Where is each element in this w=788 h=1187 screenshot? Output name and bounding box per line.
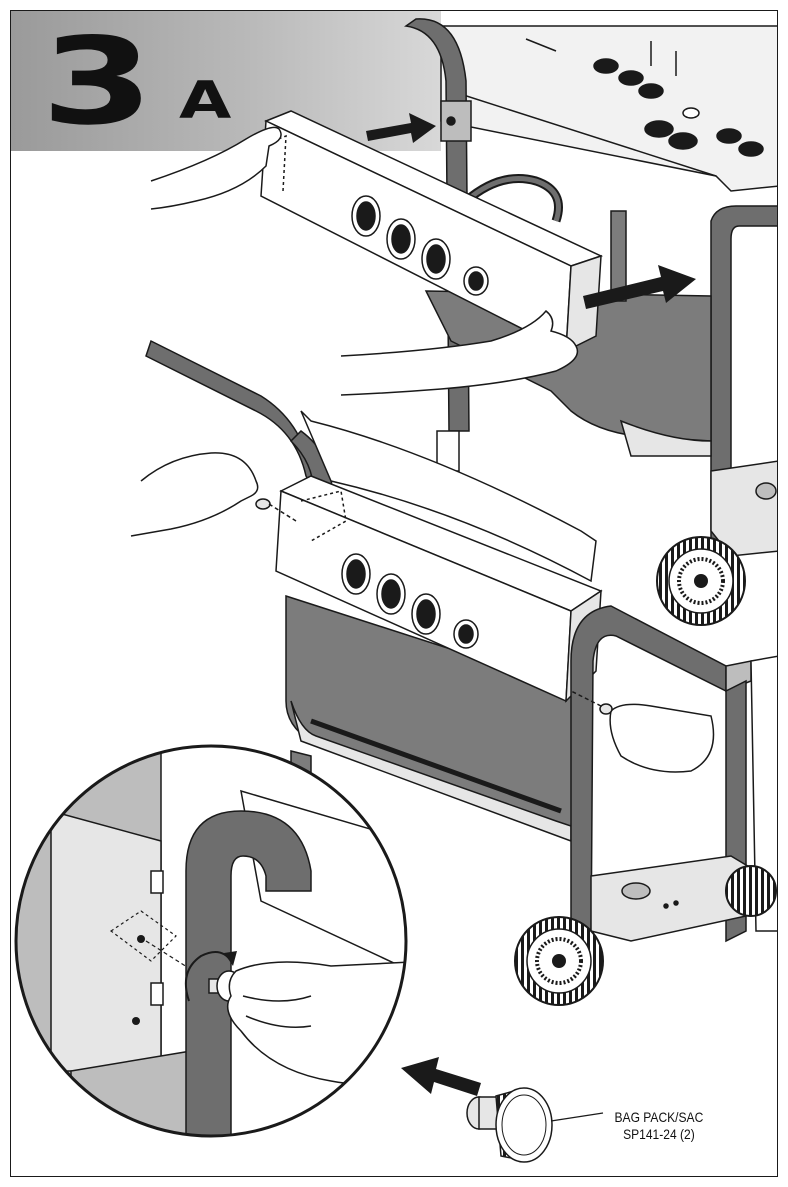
part-callout: BAG PACK/SAC SP141-24 (2) [603, 1109, 715, 1143]
arrow-right-icon [366, 113, 436, 143]
grill-firebox-top [440, 25, 777, 192]
upper-cart-side-panel [424, 210, 712, 457]
middle-wheel-rear [725, 865, 777, 917]
bag-pack-knob-icon [466, 1087, 553, 1163]
middle-knob-1 [341, 553, 371, 595]
middle-left-hand-icon [130, 452, 297, 537]
arrow-right-icon-2 [583, 265, 696, 309]
instruction-panel: 3 A [10, 10, 778, 1177]
upper-right-hand-icon [340, 309, 579, 396]
upper-knob-3 [421, 238, 451, 280]
upper-knob-2 [386, 218, 416, 260]
upper-igniter-button [463, 266, 489, 296]
callout-line-2: SP141-24 (2) [623, 1126, 695, 1142]
callout-leader-line [550, 1112, 604, 1122]
assembly-illustration [14, 18, 777, 1163]
upper-wheel [656, 536, 746, 626]
upper-bottom-shelf [710, 460, 777, 557]
middle-right-hand-icon [570, 690, 715, 773]
middle-knob-3 [411, 593, 441, 635]
middle-wheel-front [514, 916, 604, 1006]
detail-magnifier [14, 744, 408, 1138]
middle-lid [300, 410, 597, 583]
upper-mount-bracket [440, 100, 472, 142]
step-letter: A [179, 71, 232, 131]
detail-frame-tube [185, 810, 312, 1136]
callout-line-1: BAG PACK/SAC [614, 1109, 704, 1125]
middle-igniter-button [453, 619, 479, 649]
arrow-to-detail-icon [401, 1057, 481, 1096]
upper-control-panel [260, 110, 604, 353]
step-number: 3 [41, 13, 154, 152]
middle-knob-2 [376, 573, 406, 615]
upper-left-hand-icon [150, 126, 282, 210]
upper-knob-1 [351, 195, 381, 237]
step-header-band [11, 11, 441, 151]
rotate-arrow-icon [185, 951, 232, 1002]
